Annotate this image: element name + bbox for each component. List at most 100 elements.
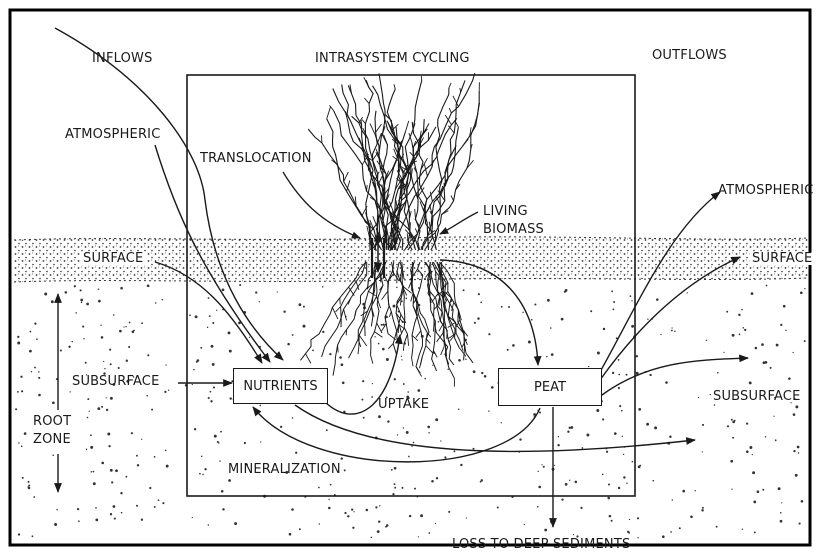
soil-dot — [20, 376, 22, 378]
soil-dot — [379, 505, 380, 506]
plant-stroke — [447, 331, 448, 339]
soil-dot — [447, 368, 448, 369]
soil-dot — [804, 288, 805, 289]
soil-dot — [322, 286, 324, 288]
soil-dot — [74, 285, 76, 287]
soil-dot — [613, 309, 615, 311]
soil-dot — [551, 353, 554, 356]
soil-dot — [114, 518, 116, 520]
soil-dot — [115, 469, 118, 472]
soil-dot — [706, 340, 707, 341]
soil-dot — [326, 429, 328, 431]
soil-dot — [158, 499, 160, 501]
soil-dot — [239, 284, 241, 286]
soil-dot — [800, 291, 803, 294]
soil-dot — [550, 327, 552, 329]
soil-dot — [249, 337, 250, 338]
soil-dot — [656, 298, 659, 301]
soil-dot — [201, 456, 202, 457]
soil-dot — [234, 522, 237, 525]
soil-dot — [480, 481, 482, 483]
soil-dot — [65, 291, 68, 294]
soil-dot — [312, 349, 314, 351]
soil-dot — [730, 460, 733, 463]
soil-dot — [97, 407, 100, 410]
soil-dot — [383, 323, 385, 325]
soil-dot — [87, 398, 89, 400]
soil-dot — [18, 442, 19, 443]
soil-dot — [110, 469, 113, 472]
soil-dot — [396, 287, 398, 289]
soil-dot — [295, 452, 297, 454]
soil-dot — [780, 520, 783, 523]
soil-dot — [682, 490, 685, 493]
soil-dot — [210, 400, 212, 402]
soil-dot — [165, 364, 166, 365]
soil-dot — [690, 516, 693, 519]
soil-dot — [607, 497, 610, 500]
soil-dot — [208, 297, 210, 299]
soil-dot — [344, 469, 346, 471]
soil-dot — [128, 346, 130, 348]
soil-dot — [341, 457, 343, 459]
soil-dot — [465, 359, 466, 360]
soil-dot — [377, 530, 380, 533]
soil-dot — [762, 489, 764, 491]
soil-dot — [280, 426, 282, 428]
soil-dot — [780, 324, 782, 326]
soil-dot — [162, 502, 164, 504]
soil-dot — [22, 477, 24, 479]
soil-dot — [341, 363, 344, 366]
soil-dot — [141, 519, 143, 521]
soil-dot — [87, 417, 89, 419]
soil-dot — [192, 517, 193, 518]
soil-dot — [614, 432, 617, 435]
soil-dot — [210, 391, 212, 393]
soil-dot — [38, 377, 40, 379]
soil-dot — [714, 404, 716, 406]
uptake-label: UPTAKE — [378, 398, 429, 411]
soil-dot — [32, 535, 34, 537]
soil-dot — [366, 509, 369, 512]
soil-dot — [107, 433, 110, 436]
soil-dot — [474, 322, 476, 324]
soil-dot — [417, 389, 420, 392]
soil-dot — [798, 452, 799, 453]
soil-dot — [220, 431, 222, 433]
soil-dot — [799, 523, 801, 525]
soil-dot — [212, 322, 214, 324]
soil-dot — [564, 291, 566, 293]
soil-dot — [701, 509, 703, 511]
soil-dot — [405, 297, 407, 299]
soil-dot — [508, 306, 510, 308]
soil-dot — [672, 499, 673, 500]
soil-dot — [196, 361, 198, 363]
soil-dot — [113, 505, 116, 508]
soil-dot — [391, 469, 393, 471]
soil-dot — [24, 432, 27, 435]
soil-dot — [524, 524, 525, 525]
soil-dot — [732, 334, 735, 337]
soil-dot — [662, 535, 665, 538]
soil-dot — [132, 330, 135, 333]
soil-dot — [93, 482, 96, 485]
soil-dot — [702, 451, 703, 452]
soil-dot — [608, 483, 610, 485]
soil-dot — [618, 387, 620, 389]
soil-dot — [200, 347, 202, 349]
soil-dot — [353, 511, 354, 512]
soil-dot — [638, 466, 641, 469]
soil-dot — [637, 537, 638, 538]
soil-dot — [669, 436, 671, 438]
soil-dot — [90, 446, 93, 449]
soil-dot — [801, 500, 804, 503]
soil-dot — [558, 436, 559, 437]
soil-dot — [100, 325, 101, 326]
soil-dot — [435, 418, 438, 421]
soil-dot — [21, 445, 23, 447]
soil-dot — [195, 315, 198, 318]
soil-dot — [386, 358, 389, 361]
soil-dot — [453, 450, 455, 452]
soil-dot — [17, 342, 20, 345]
soil-dot — [101, 462, 104, 465]
